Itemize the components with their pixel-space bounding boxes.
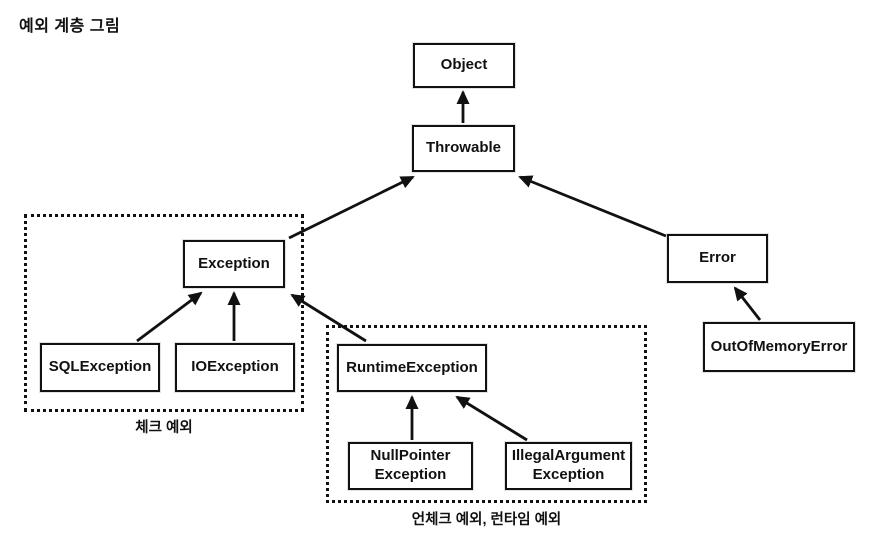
node-illegalargumentexception: IllegalArgument Exception	[505, 442, 632, 490]
edge-error-to-throwable	[518, 175, 667, 238]
node-throwable-label: Throwable	[425, 139, 501, 157]
node-nullpointerexception-label-line1: NullPointer	[370, 447, 451, 465]
node-ioexception-label: IOException	[191, 358, 279, 376]
edge-outofmemoryerror-to-error	[733, 286, 762, 321]
node-ioexception: IOException	[175, 343, 295, 392]
node-exception-label: Exception	[198, 254, 270, 272]
node-throwable: Throwable	[412, 125, 515, 172]
node-error: Error	[667, 234, 768, 283]
node-sqlexception: SQLException	[40, 343, 160, 392]
node-object: Object	[413, 43, 515, 88]
node-illegalargumentexception-label-line2: Exception	[532, 466, 605, 483]
node-illegalargumentexception-label-line1: IllegalArgument	[511, 447, 626, 465]
group-unchecked-exceptions	[326, 325, 647, 503]
node-outofmemoryerror-label: OutOfMemoryError	[710, 337, 848, 355]
node-outofmemoryerror: OutOfMemoryError	[703, 322, 855, 372]
edge-exception-to-throwable	[288, 175, 415, 240]
node-nullpointerexception: NullPointer Exception	[348, 442, 473, 490]
node-sqlexception-label: SQLException	[48, 358, 152, 376]
diagram-title: 예외 계층 그림	[19, 18, 121, 35]
node-exception: Exception	[183, 240, 285, 288]
caption-unchecked-exceptions: 언체크 예외, 런타임 예외	[411, 512, 562, 528]
node-runtimeexception-label: RuntimeException	[346, 358, 478, 376]
node-object-label: Object	[440, 56, 488, 74]
node-runtimeexception: RuntimeException	[337, 344, 487, 392]
caption-checked-exceptions: 체크 예외	[135, 420, 193, 436]
node-nullpointerexception-label-line2: Exception	[374, 466, 447, 483]
node-error-label: Error	[699, 249, 736, 267]
